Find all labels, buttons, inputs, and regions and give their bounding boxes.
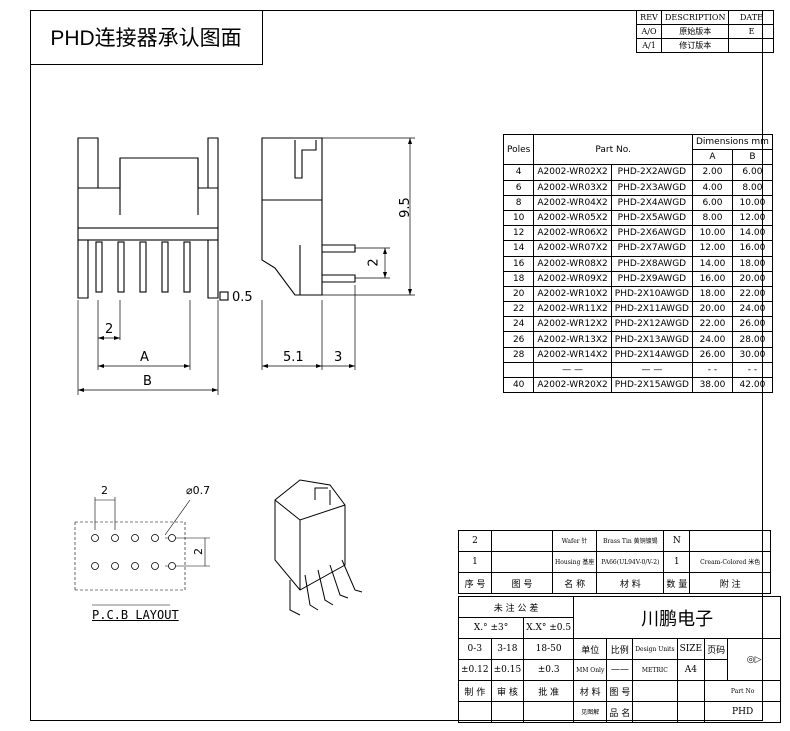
- title-block: 2 Wafer 针 Brass Tin 黄铜镀锡 N 1 Housing 基座 …: [458, 530, 772, 594]
- dim-b-cell: 14.00: [731, 225, 773, 242]
- poles-header: Poles: [502, 133, 535, 166]
- pin-spacing-dimension: 2: [366, 258, 382, 267]
- range-3-18: 3-18: [490, 638, 525, 660]
- row-note: Cream-Colored 米色: [689, 551, 772, 573]
- row-material: PA66(UL94V-0/V-2): [596, 551, 665, 573]
- square-dimension: 0.5: [232, 290, 253, 305]
- pcb-layout-label: P.C.B LAYOUT: [92, 608, 179, 622]
- unit-value: MM Only: [573, 659, 608, 681]
- tolerance-decimal: X.X° ±0.5: [523, 617, 575, 639]
- revision-table: REV DESCRIPTION DATE A/O 原始版本 E A/1 修订版本: [636, 10, 775, 53]
- product-value: PHD: [704, 701, 782, 723]
- description-cell: 修订版本: [660, 38, 730, 53]
- company-name: 川鹏电子: [573, 596, 782, 639]
- row-name: Wafer 针: [551, 530, 598, 552]
- pin-length-dimension: 3: [334, 350, 343, 365]
- drawing-title: PHD连接器承认图面: [30, 10, 263, 65]
- size-label: SIZE: [676, 638, 706, 660]
- check-label: 审 核: [490, 680, 525, 702]
- scale-value: ——: [606, 659, 634, 681]
- wafer-part-cell: A2002-WR20X2: [533, 376, 612, 394]
- header-figure: 图 号: [491, 572, 553, 594]
- dim-b-cell: 42.00: [731, 376, 773, 394]
- tolerance-title: 未 注 公 差: [457, 596, 575, 618]
- tolerance-1: ±0.12: [458, 659, 492, 681]
- housing-part-cell: PHD-2X15AWGD: [610, 376, 693, 394]
- header-name: 名 称: [551, 572, 598, 594]
- depth-dimension: 5.1: [283, 350, 304, 365]
- make-label: 制 作: [458, 680, 492, 702]
- row-name: Housing 基座: [551, 551, 598, 573]
- pitch-dimension: 2: [105, 322, 114, 337]
- range-18-50: 18-50: [523, 638, 575, 660]
- tolerance-2: ±0.15: [490, 659, 525, 681]
- see-figure-label: 见图解: [573, 701, 608, 723]
- row-number: 1: [458, 551, 492, 573]
- design-units-value: METRIC: [632, 659, 678, 681]
- poles-cell: 40: [502, 376, 535, 394]
- height-dimension: 9.5: [397, 197, 413, 218]
- projection-symbol: ◎▷: [727, 638, 782, 681]
- pcb-hole-label: ⌀0.7: [186, 484, 211, 497]
- row-material: Brass Tin 黄铜镀锡: [596, 530, 665, 552]
- tolerance-block: 未 注 公 差 川鹏电子 X.° ±3° X.X° ±0.5 0-3 3-18 …: [457, 596, 782, 723]
- tolerance-3: ±0.3: [523, 659, 575, 681]
- product-name-label: 品 名: [606, 701, 634, 723]
- dimension-b: B: [143, 374, 152, 389]
- row-quantity: 1: [663, 551, 691, 573]
- part-no-label: Part No: [704, 680, 782, 702]
- pcb-row-pitch-label: 2: [192, 548, 205, 555]
- header-material: 材 料: [596, 572, 665, 594]
- header-no: 序 号: [458, 572, 492, 594]
- header-quantity: 数 量: [663, 572, 691, 594]
- dimension-a: A: [140, 350, 149, 365]
- unit-label: 单位: [573, 638, 608, 660]
- date-cell: [728, 38, 775, 53]
- pcb-pitch-label: 2: [101, 484, 108, 497]
- header-note: 附 注: [689, 572, 772, 594]
- page-label: 页码: [704, 638, 729, 660]
- row-number: 2: [458, 530, 492, 552]
- tolerance-angle: X.° ±3°: [457, 617, 525, 639]
- approve-label: 批 准: [523, 680, 575, 702]
- scale-label: 比例: [606, 638, 634, 660]
- design-units-label: Design Units: [632, 638, 678, 660]
- row-quantity: N: [663, 530, 691, 552]
- material-label: 材 料: [573, 680, 608, 702]
- range-0-3: 0-3: [458, 638, 492, 660]
- figure-number-label: 图 号: [606, 680, 634, 702]
- size-value: A4: [676, 659, 706, 681]
